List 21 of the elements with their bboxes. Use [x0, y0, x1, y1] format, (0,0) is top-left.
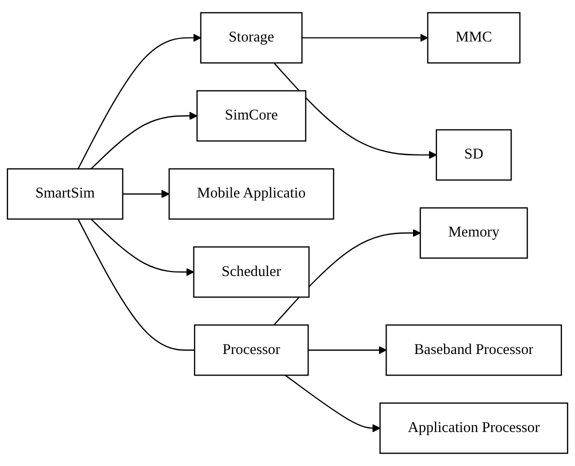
node-box: Memory: [420, 207, 528, 259]
node-box: SmartSim: [6, 168, 124, 220]
node-box: Baseband Processor: [386, 324, 562, 376]
arrow: [90, 112, 198, 170]
arrow: [308, 346, 387, 354]
arrow: [302, 34, 428, 42]
arrow: [122, 190, 170, 198]
arrow: [274, 228, 421, 326]
connector: [78, 218, 195, 351]
arrow: [90, 218, 194, 276]
node-box: Processor: [194, 324, 309, 376]
node-box: Application Processor: [379, 402, 568, 454]
node-box: Mobile Applicatio: [168, 168, 334, 220]
node-box: MMC: [427, 12, 520, 64]
arrow: [284, 374, 380, 432]
node-box: Storage: [200, 12, 303, 64]
arrow: [274, 62, 437, 160]
arrow: [78, 34, 202, 170]
node-box: Scheduler: [193, 246, 310, 298]
node-box: SD: [436, 129, 512, 181]
node-box: SimCore: [196, 90, 306, 142]
